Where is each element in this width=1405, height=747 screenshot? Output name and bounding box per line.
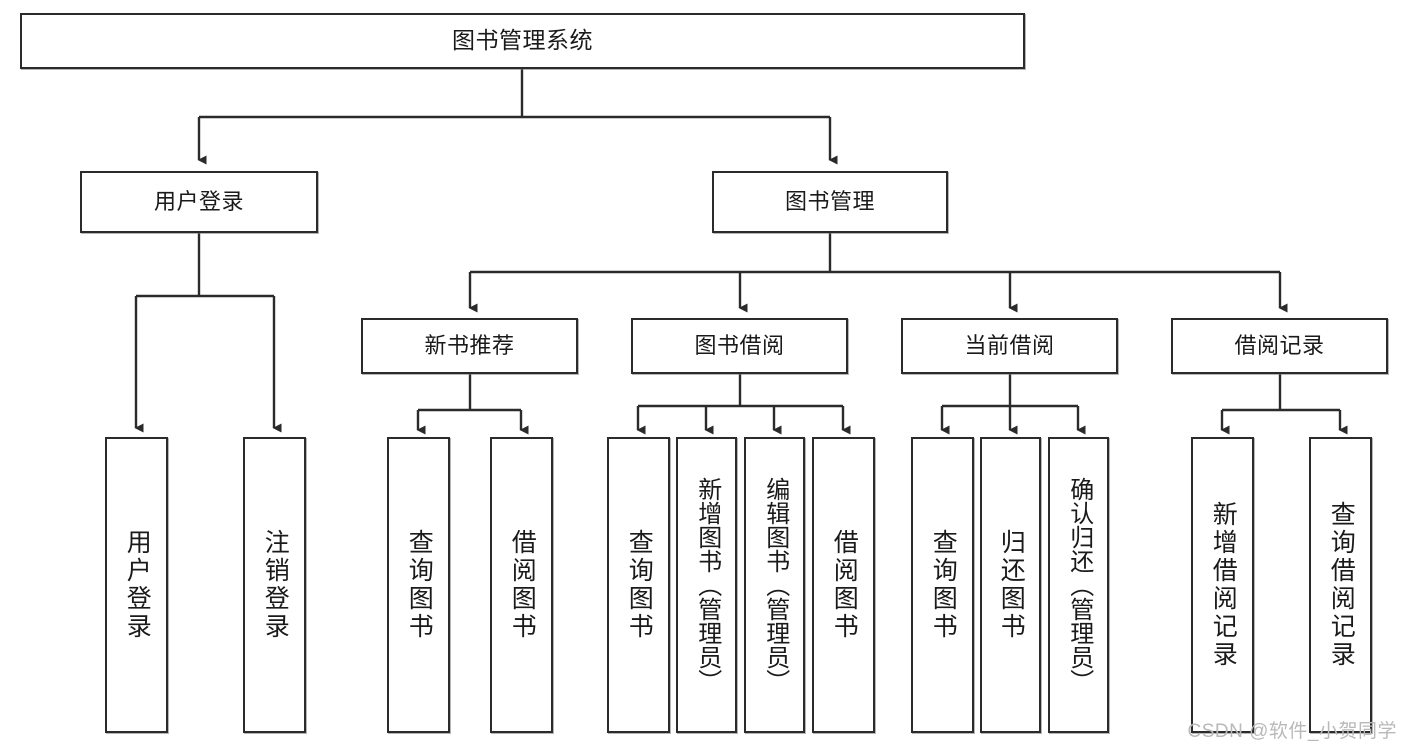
- csdn-watermark: CSDN @软件_小贺同学: [1187, 721, 1397, 742]
- node-label: 编辑图书（管理员）: [761, 477, 789, 693]
- node-label: 用户登录: [123, 529, 152, 641]
- node-root-system[interactable]: 图书管理系统: [20, 13, 1025, 69]
- node-label: 查询图书: [405, 529, 434, 641]
- node-label: 图书管理系统: [452, 27, 593, 54]
- node-label: 新增图书（管理员）: [693, 477, 721, 693]
- node-leaf-return-book[interactable]: 归还图书: [980, 437, 1041, 733]
- node-leaf-query-record[interactable]: 查询借阅记录: [1309, 437, 1372, 733]
- node-leaf-query-book-3[interactable]: 查询图书: [911, 437, 974, 733]
- node-label: 查询图书: [929, 529, 958, 641]
- node-label: 新书推荐: [424, 332, 515, 358]
- node-label: 查询图书: [625, 529, 654, 641]
- node-leaf-add-record[interactable]: 新增借阅记录: [1191, 437, 1254, 733]
- node-leaf-user-logout[interactable]: 注销登录: [243, 437, 306, 733]
- node-leaf-edit-book[interactable]: 编辑图书（管理员）: [744, 437, 805, 733]
- node-label: 注销登录: [261, 529, 290, 641]
- node-book-manage[interactable]: 图书管理: [712, 171, 948, 233]
- node-label: 借阅记录: [1234, 332, 1325, 358]
- node-label: 归还图书: [997, 529, 1026, 641]
- node-leaf-user-login[interactable]: 用户登录: [105, 437, 168, 733]
- node-label: 查询借阅记录: [1327, 501, 1356, 669]
- node-leaf-borrow-book-2[interactable]: 借阅图书: [812, 437, 875, 733]
- node-label: 图书管理: [784, 188, 875, 214]
- node-new-book-recommend[interactable]: 新书推荐: [361, 318, 578, 374]
- node-label: 确认归还（管理员）: [1065, 477, 1093, 693]
- node-current-borrow[interactable]: 当前借阅: [901, 318, 1118, 374]
- node-label: 当前借阅: [964, 332, 1055, 358]
- node-leaf-query-book-1[interactable]: 查询图书: [387, 437, 450, 733]
- node-label: 图书借阅: [694, 332, 785, 358]
- node-label: 用户登录: [153, 188, 244, 214]
- node-borrow-record[interactable]: 借阅记录: [1171, 318, 1388, 374]
- node-label: 借阅图书: [830, 529, 859, 641]
- node-leaf-borrow-book-1[interactable]: 借阅图书: [490, 437, 553, 733]
- node-leaf-confirm-return[interactable]: 确认归还（管理员）: [1048, 437, 1109, 733]
- node-label: 借阅图书: [508, 529, 537, 641]
- node-book-borrow[interactable]: 图书借阅: [631, 318, 848, 374]
- node-leaf-query-book-2[interactable]: 查询图书: [607, 437, 670, 733]
- node-user-login[interactable]: 用户登录: [80, 171, 318, 233]
- node-label: 新增借阅记录: [1209, 501, 1238, 669]
- node-leaf-add-book[interactable]: 新增图书（管理员）: [676, 437, 737, 733]
